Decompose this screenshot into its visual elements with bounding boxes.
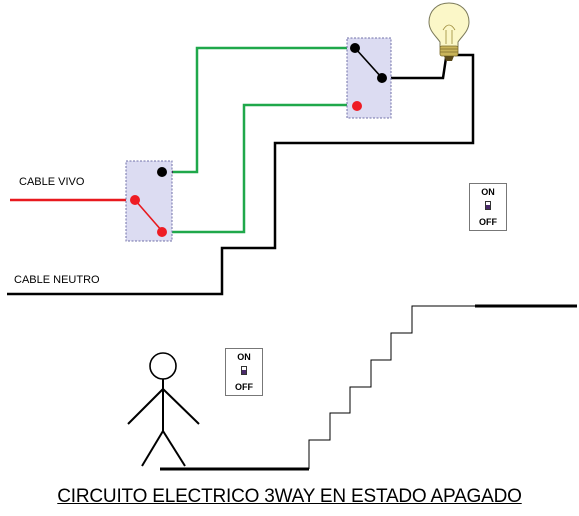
traveler-wire-upper — [173, 46, 354, 174]
stick-figure-icon — [127, 352, 200, 467]
neutral-wire — [7, 53, 475, 296]
live-cable-label: CABLE VIVO — [19, 176, 85, 188]
state-on-label: ON — [237, 352, 251, 362]
switch-toggle-icon — [241, 366, 247, 375]
switch-state-indicator-upper: ON OFF — [469, 183, 507, 231]
state-off-label: OFF — [479, 217, 497, 227]
switch-2-lever — [354, 47, 383, 79]
switch2-to-bulb-wire — [382, 57, 448, 80]
diagram-caption: CIRCUITO ELECTRICO 3WAY EN ESTADO APAGAD… — [57, 486, 522, 507]
wires — [7, 46, 475, 296]
switch-2-terminal-traveler-top — [350, 43, 360, 53]
switch-2 — [346, 37, 392, 119]
light-bulb-icon — [428, 2, 470, 61]
staircase-icon — [308, 305, 475, 469]
traveler-wire-lower — [167, 103, 354, 234]
state-on-label: ON — [481, 187, 495, 197]
switch-2-terminal-common — [377, 73, 387, 83]
switch-2-terminal-traveler-bottom — [352, 101, 362, 111]
switch-1-terminal-live — [130, 195, 140, 205]
switch-toggle-icon — [485, 201, 491, 210]
state-off-label: OFF — [235, 382, 253, 392]
switch-1-terminal-common — [157, 167, 167, 177]
switch-1 — [125, 160, 173, 242]
switch-state-indicator-lower: ON OFF — [225, 348, 263, 396]
switch-1-terminal-traveler — [157, 227, 167, 237]
switch-1-lever — [134, 199, 163, 232]
neutral-cable-label: CABLE NEUTRO — [14, 274, 100, 286]
